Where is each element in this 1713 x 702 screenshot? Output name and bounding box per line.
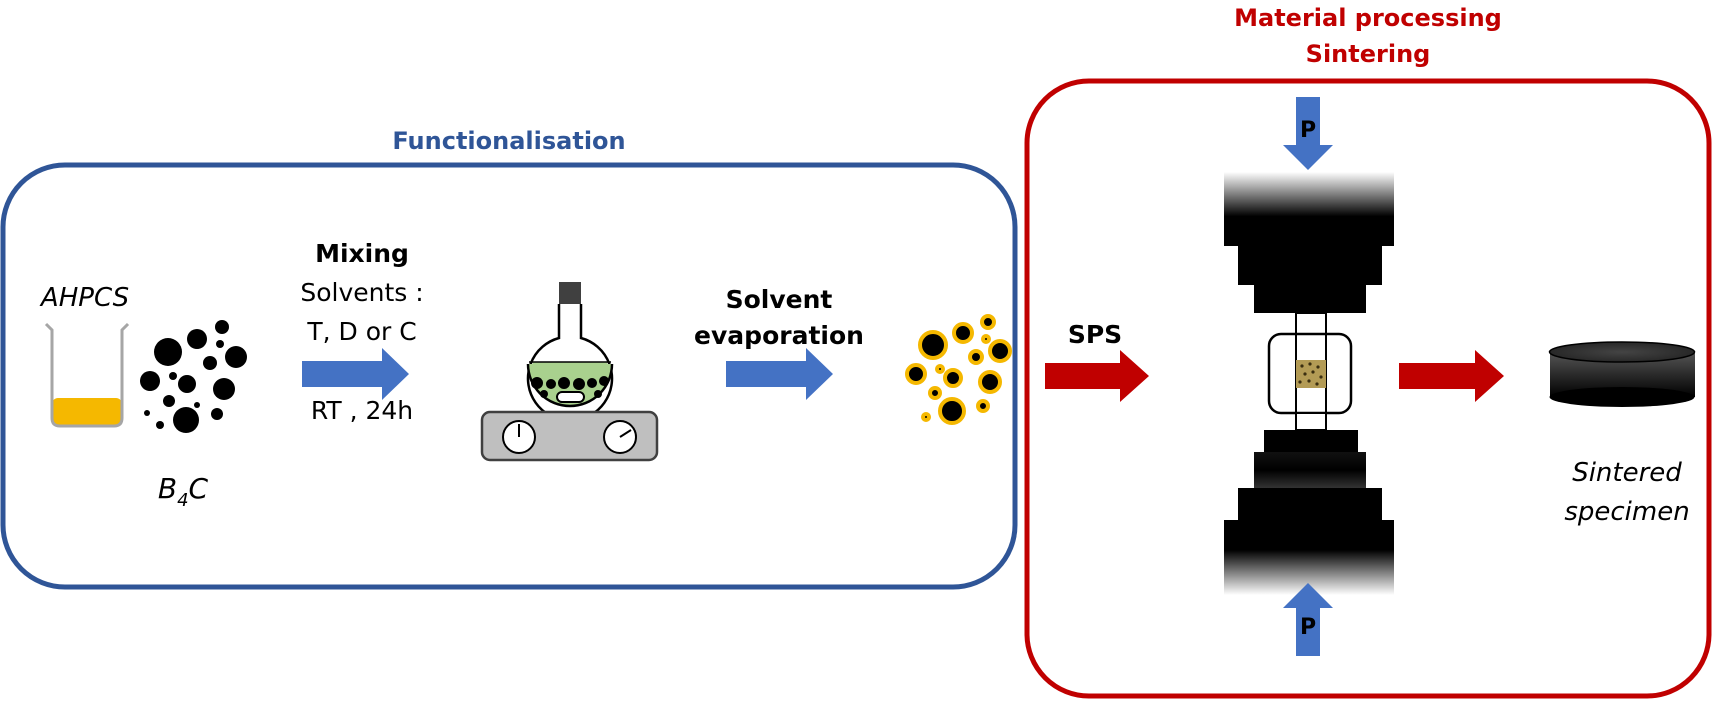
mixing-solvents-options: T, D or C — [306, 317, 416, 346]
mixing-conditions: RT , 24h — [311, 396, 413, 425]
pressure-label-top: P — [1300, 118, 1316, 143]
sps-arrow — [1045, 350, 1149, 402]
mixing-solvents-label: Solvents : — [300, 278, 423, 307]
processing-frame — [1024, 78, 1712, 699]
functionalisation-frame — [0, 162, 1018, 590]
magnetic-stirrer-hotplate-icon — [480, 410, 659, 462]
specimen-label-line2: specimen — [1564, 497, 1689, 527]
processing-panel: Material processing Sintering SPS P — [1024, 4, 1712, 699]
mixing-arrow — [302, 348, 409, 400]
evaporation-line1: Solvent — [726, 285, 833, 314]
powder-label-tail: C — [189, 472, 209, 505]
pellet-icon — [1548, 341, 1696, 407]
powder-label-subscript: 4 — [177, 490, 188, 511]
output-arrow — [1399, 350, 1504, 402]
pressure-label-bottom: P — [1300, 615, 1316, 640]
evaporation-line2: evaporation — [694, 321, 864, 350]
processing-title-line1: Material processing — [1234, 4, 1502, 32]
functionalisation-title: Functionalisation — [392, 127, 625, 155]
processing-title-line2: Sintering — [1306, 40, 1431, 68]
powder-label-main: B — [158, 472, 177, 505]
sps-press-icon: P — [1224, 97, 1394, 656]
bottom-pressure-arrow — [1283, 583, 1333, 656]
particles-icon — [140, 320, 247, 433]
beaker-icon — [44, 322, 130, 428]
precursor-label: AHPCS — [39, 283, 129, 313]
evaporation-arrow — [726, 348, 833, 400]
coated-particles-icon — [905, 314, 1012, 425]
mixing-title: Mixing — [315, 239, 409, 268]
specimen-label-line1: Sintered — [1572, 458, 1682, 488]
sps-label: SPS — [1068, 320, 1122, 349]
functionalisation-panel: Functionalisation AHPCS B4C — [0, 127, 1018, 590]
powder-label: B4C — [158, 472, 209, 511]
round-bottom-flask-icon — [526, 282, 614, 422]
top-pressure-arrow — [1283, 97, 1333, 170]
